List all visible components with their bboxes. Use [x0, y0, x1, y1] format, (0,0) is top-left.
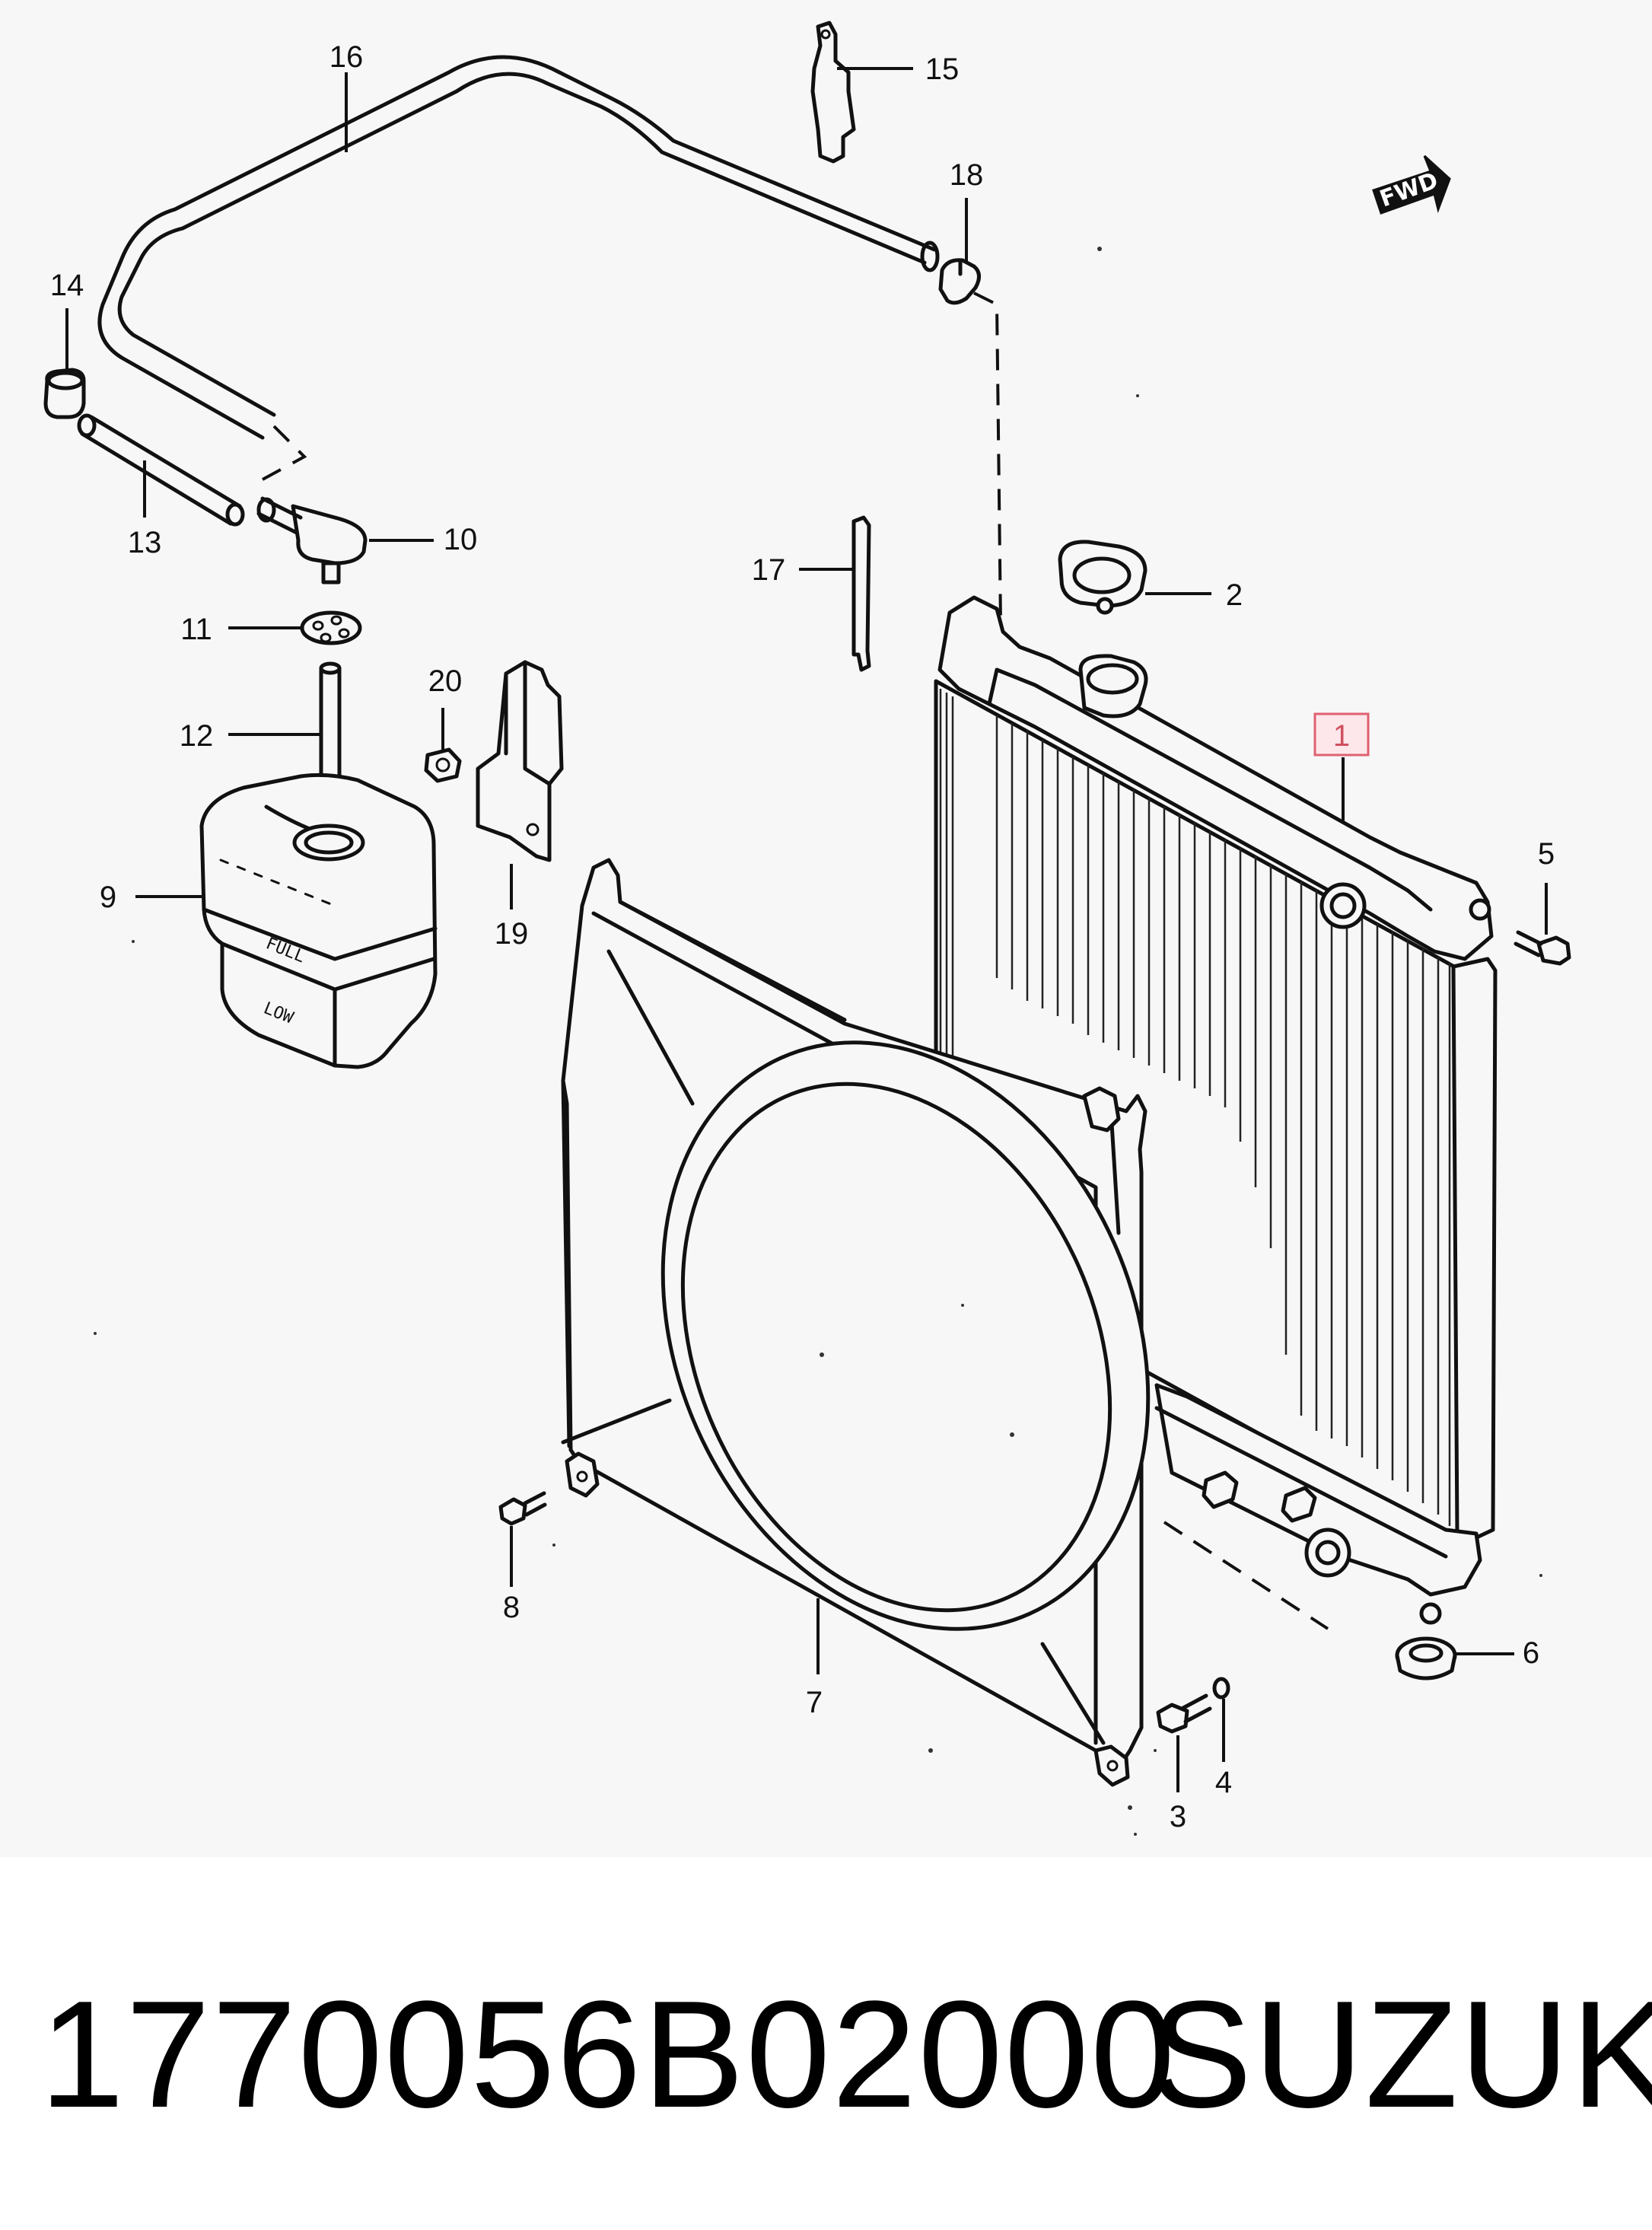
callout-5: 5	[1538, 837, 1555, 871]
callout-12: 12	[180, 719, 214, 753]
part-20-nut	[424, 747, 462, 783]
fwd-arrow-icon: FWD	[1372, 155, 1451, 215]
callout-3: 3	[1170, 1800, 1186, 1833]
callout-20: 20	[428, 664, 463, 698]
part-14-clamp	[43, 368, 86, 419]
part-7-fan-shroud	[561, 858, 1151, 1787]
callout-8: 8	[503, 1591, 520, 1624]
part-8-bolt	[498, 1491, 547, 1526]
callout-15: 15	[925, 53, 960, 86]
fwd-arrow-label: FWD	[1377, 167, 1442, 213]
callout-14: 14	[50, 269, 84, 302]
part-5-bolt	[1514, 930, 1571, 966]
callout-labels: 1 2 3 4 5 6 7 8 9 10 11 12 13 14 15 16 1…	[50, 40, 1555, 1833]
callout-6: 6	[1523, 1636, 1539, 1670]
callout-13: 13	[128, 526, 162, 559]
callout-19: 19	[495, 917, 529, 951]
part-3-drain-plug	[1156, 1693, 1212, 1734]
part-2-radiator-cap	[1058, 540, 1147, 615]
callout-18: 18	[950, 158, 984, 192]
part-16-hose	[97, 55, 940, 481]
callout-9: 9	[100, 881, 116, 914]
part-18-clamp	[938, 258, 1002, 625]
callout-10: 10	[444, 523, 478, 556]
part-4-o-ring	[1212, 1677, 1230, 1700]
part-6-cushion	[1395, 1636, 1457, 1680]
highlight-box	[1313, 712, 1370, 757]
callout-2: 2	[1226, 578, 1243, 612]
leader-lines	[65, 67, 1548, 1792]
callout-16: 16	[329, 40, 364, 74]
callout-7: 7	[806, 1686, 823, 1719]
part-10-reservoir-cap	[256, 496, 368, 585]
part-number: 1770056B02000	[40, 1970, 1177, 2139]
callout-1: 1	[1333, 719, 1350, 753]
part-1-radiator	[934, 595, 1498, 1630]
scan-specks	[94, 247, 1542, 1836]
parts-diagram: FULL LOW	[43, 21, 1571, 1836]
part-11-gasket	[300, 610, 362, 645]
footer	[0, 1857, 1652, 2230]
callout-11: 11	[180, 613, 212, 646]
callout-4: 4	[1215, 1766, 1232, 1799]
part-9-reservoir-tank: FULL LOW	[199, 773, 438, 1069]
brand-name: SUZUKI	[1151, 1970, 1652, 2139]
part-13-hose	[77, 413, 245, 527]
part-19-bracket	[476, 660, 564, 862]
part-17-bar	[851, 515, 871, 672]
callout-17: 17	[752, 553, 786, 587]
part-15-clip	[810, 21, 856, 164]
